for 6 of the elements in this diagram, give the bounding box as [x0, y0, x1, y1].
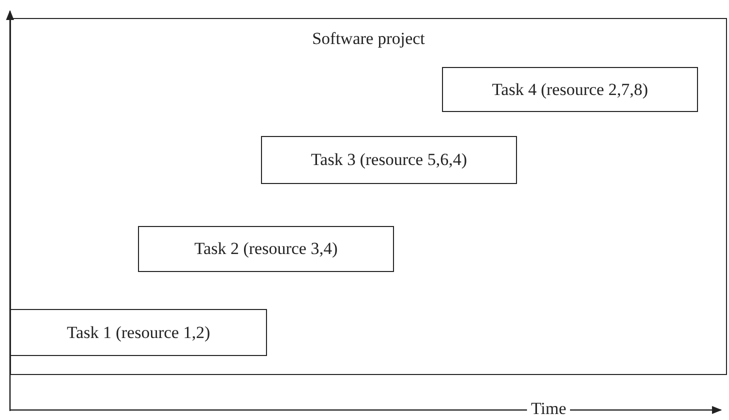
chart-title: Software project	[312, 29, 425, 48]
task-bar: Task 3 (resource 5,6,4)	[261, 136, 517, 184]
task-bar: Task 2 (resource 3,4)	[138, 226, 394, 272]
task-bar: Task 4 (resource 2,7,8)	[442, 67, 698, 112]
chart-frame	[10, 18, 727, 375]
task-bar: Task 1 (resource 1,2)	[10, 309, 267, 356]
